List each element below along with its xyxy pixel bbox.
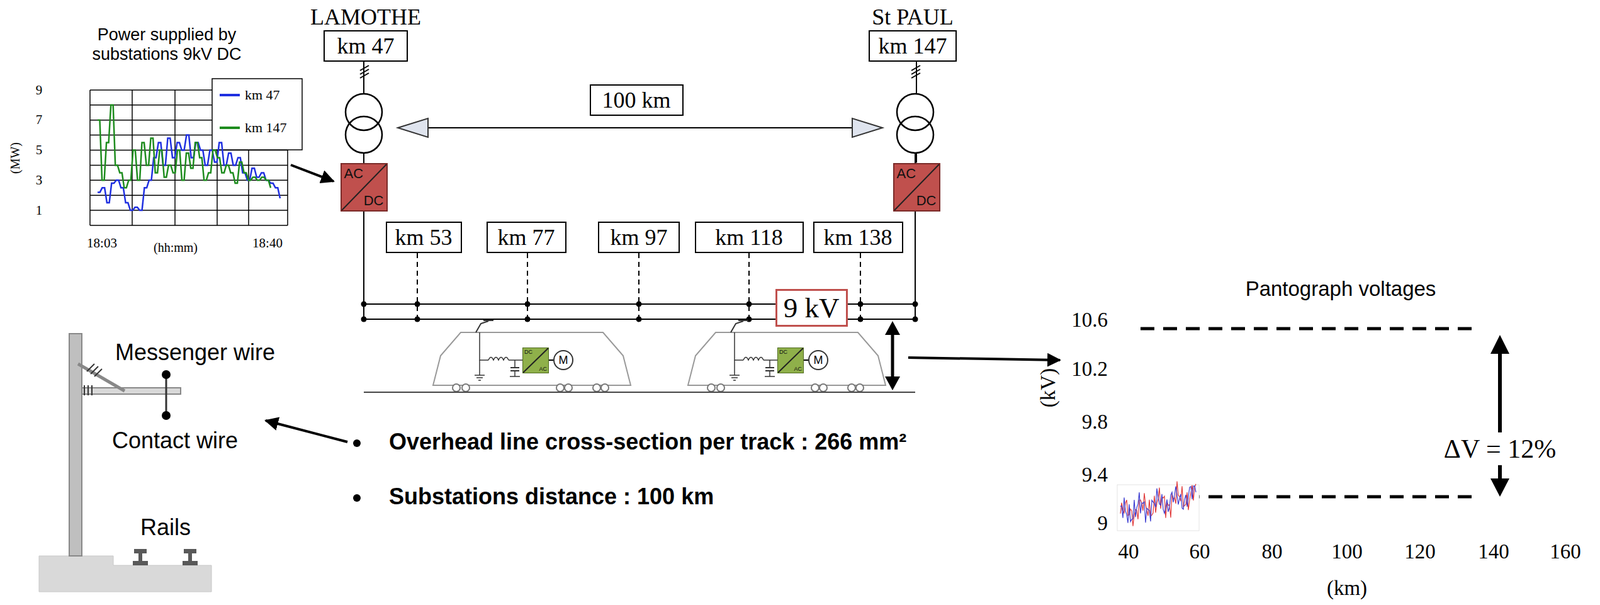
axis-tick: 10.2 [1071, 357, 1108, 382]
connector-line [803, 359, 809, 361]
box-text: 100 km [601, 86, 671, 114]
axis-tick: 7 [35, 112, 43, 128]
location-box: 100 km [589, 84, 684, 116]
connector-line [548, 359, 554, 361]
legend-text: km 47 [244, 86, 281, 103]
axis-tick: 9.8 [1081, 410, 1108, 435]
axis-tick: 140 [1477, 540, 1510, 564]
output-type: AC [793, 365, 802, 372]
box-text: km 53 [394, 224, 452, 251]
substation-box: LAMOTHEkm 47 [323, 30, 408, 62]
axis-tick: 160 [1549, 540, 1582, 564]
axis-tick: 18:03 [86, 235, 118, 251]
output-type: DC [363, 192, 384, 209]
rectifier-box: AC DC [340, 163, 388, 212]
box-text: km 118 [715, 224, 784, 251]
voltage-box: 9 kV [775, 288, 848, 327]
output-type: AC [538, 365, 547, 372]
axis-tick: 80 [1261, 540, 1283, 564]
box-text: km 138 [823, 224, 892, 251]
legend-swatch [219, 126, 240, 130]
part-name: Messenger wire [115, 339, 276, 366]
location-box: km 77 [486, 221, 567, 254]
note: Overhead line cross-section per track : … [388, 428, 907, 455]
converter-box: DC AC [522, 347, 549, 374]
axis-tick: 9.4 [1081, 463, 1108, 488]
axis-title: (km) [1326, 576, 1368, 601]
substation-box: St PAULkm 147 [868, 30, 957, 62]
axis-tick: 3 [35, 172, 43, 188]
axis-tick: 60 [1189, 540, 1211, 564]
legend-text: km 147 [244, 119, 288, 136]
part-name: Rails [140, 514, 191, 541]
axis-tick: 10.6 [1071, 308, 1108, 333]
axis-tick: 9 [35, 82, 43, 98]
legend-swatch [219, 93, 240, 97]
axis-tick: 120 [1404, 540, 1436, 564]
axis-title: (hh:mm) [153, 240, 198, 255]
chart-title: Pantograph voltages [1245, 276, 1437, 301]
axis-tick: 18:40 [252, 235, 283, 251]
location-box: km 118 [694, 221, 804, 254]
station-name: St PAUL [871, 3, 954, 31]
input-type: DC [779, 348, 788, 355]
chart-title: Power supplied by substations 9kV DC [72, 25, 262, 65]
axis-title: (MW) [8, 142, 23, 174]
box-text: km 77 [497, 224, 555, 251]
input-type: AC [896, 165, 917, 182]
location-box: km 97 [597, 221, 680, 254]
output-type: DC [916, 192, 937, 209]
motor-symbol: M [553, 349, 574, 371]
converter-box: DC AC [777, 347, 804, 374]
input-type: DC [524, 348, 533, 355]
box-text: 9 kV [783, 291, 840, 325]
part-name: Contact wire [112, 427, 238, 454]
axis-tick: 40 [1118, 540, 1140, 564]
box-text: M [558, 353, 569, 367]
axis-title: (kV) [1036, 368, 1061, 408]
box-text: km 97 [609, 224, 668, 251]
location-text: km 147 [878, 32, 947, 60]
rectifier-box: AC DC [893, 163, 941, 212]
box-text: M [813, 353, 824, 367]
axis-tick: 9 [1097, 511, 1109, 536]
location-box: km 53 [385, 221, 462, 254]
axis-tick: 5 [35, 142, 43, 158]
axis-tick: 1 [35, 202, 43, 218]
location-text: km 47 [336, 32, 395, 60]
location-box: km 138 [813, 221, 904, 254]
motor-symbol: M [808, 349, 829, 371]
axis-tick: 100 [1331, 540, 1363, 564]
dimension: ΔV = 12% [1440, 432, 1560, 466]
station-name: LAMOTHE [310, 3, 422, 31]
note: Substations distance : 100 km [388, 483, 714, 510]
input-type: AC [344, 165, 364, 182]
